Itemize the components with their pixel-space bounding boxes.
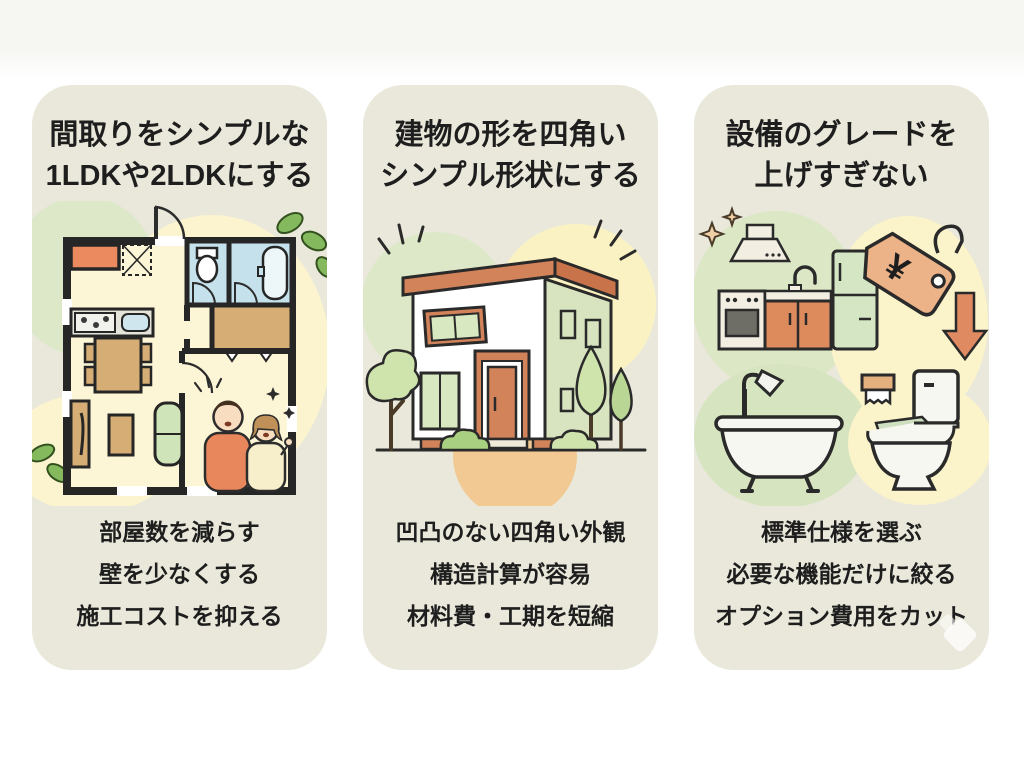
facts-list: 標準仕様を選ぶ 必要な機能だけに絞る オプション費用をカット	[694, 512, 989, 638]
tag-string	[933, 224, 964, 255]
side-windows	[559, 310, 602, 413]
fact-line: オプション費用をカット	[715, 603, 968, 630]
card-equipment-grade: 設備のグレードを 上げすぎない	[694, 85, 989, 670]
door-arc	[234, 282, 258, 306]
toilet-tank	[912, 369, 960, 426]
toilet-icon	[860, 369, 960, 492]
sparkle-icon	[266, 387, 280, 402]
kitchen-counter-orange	[69, 243, 121, 272]
fact-line: 標準仕様を選ぶ	[761, 519, 922, 546]
card-building-shape: 建物の形を四角い シンプル形状にする	[363, 85, 658, 670]
closet-x-box	[122, 244, 152, 277]
facts-list: 凹凸のない四角い外観 構造計算が容易 材料費・工期を短縮	[363, 512, 658, 638]
sparkle-icon	[720, 206, 744, 229]
couple-illustration	[193, 376, 295, 493]
closet	[209, 302, 295, 354]
fact-line: 壁を少なくする	[99, 561, 260, 588]
card-title-line2: 1LDKや2LDKにする	[45, 160, 314, 193]
shower-icon	[742, 373, 766, 420]
card-title-line2: シンプル形状にする	[380, 160, 641, 193]
house-icon	[401, 257, 619, 451]
kitchen-icon	[717, 224, 879, 351]
down-arrow-icon	[941, 292, 989, 362]
sofa-icon	[153, 401, 184, 467]
card-title: 間取りをシンプルな 1LDKや2LDKにする	[32, 115, 327, 197]
card-floor-plan: 間取りをシンプルな 1LDKや2LDKにする	[32, 85, 327, 670]
cabinet-icon	[763, 290, 833, 351]
price-tag-icon: ¥	[863, 231, 956, 317]
coffee-table	[107, 413, 135, 457]
facts-list: 部屋数を減らす 壁を少なくする 施工コストを抑える	[32, 512, 327, 638]
lower-window	[419, 371, 461, 431]
fact-line: 材料費・工期を短縮	[407, 603, 614, 630]
card-title: 設備のグレードを 上げすぎない	[694, 115, 989, 197]
floor-plan-drawing	[62, 205, 297, 497]
sparkle-icon	[698, 220, 726, 249]
infographic-cards: 間取りをシンプルな 1LDKや2LDKにする	[32, 85, 989, 670]
card-title-line2: 上げすぎない	[754, 160, 929, 193]
card-title: 建物の形を四角い シンプル形状にする	[363, 115, 658, 197]
sanitary-block	[184, 238, 295, 308]
leaf-icon	[276, 212, 327, 279]
tv-board	[69, 399, 91, 469]
bathtub-plan-icon	[257, 246, 289, 301]
fact-line: 部屋数を減らす	[99, 519, 260, 546]
equipment-illustration: ¥	[694, 206, 989, 507]
upper-window	[422, 305, 488, 348]
front-door	[473, 349, 531, 441]
sparkle-lines	[193, 376, 223, 393]
card-title-line1: 設備のグレードを	[725, 119, 958, 151]
fact-line: 施工コストを抑える	[76, 603, 283, 630]
card-title-line1: 間取りをシンプルな	[49, 119, 310, 151]
fact-line: 必要な機能だけに絞る	[726, 561, 957, 588]
door-opening	[155, 236, 185, 247]
card-title-line1: 建物の形を四角い	[394, 119, 627, 151]
range-hood-icon	[728, 224, 792, 263]
toilet-bowl	[869, 441, 952, 492]
wall-windows	[62, 299, 297, 497]
fact-line: 構造計算が容易	[430, 561, 591, 588]
stove-oven-icon	[717, 289, 767, 351]
bathtub-icon	[714, 369, 844, 494]
sparkle-icon	[283, 407, 295, 420]
fact-line: 凹凸のない四角い外観	[395, 519, 626, 546]
kitchen-counter	[69, 307, 155, 338]
sparkle-lines	[377, 219, 637, 261]
bedroom-door-arc	[181, 362, 214, 394]
sink	[121, 313, 150, 333]
faucet-icon	[788, 265, 817, 293]
square-house-illustration	[363, 219, 656, 507]
door-arc	[192, 282, 216, 306]
dining-table-icon	[83, 336, 153, 394]
toilet-paper-icon	[860, 373, 896, 406]
toilet-icon	[195, 247, 219, 284]
floor-plan-illustration	[32, 201, 327, 507]
roof-side	[553, 257, 619, 301]
bush-icon	[439, 428, 599, 452]
tree-icon	[365, 349, 421, 452]
tree-icon	[575, 344, 633, 452]
